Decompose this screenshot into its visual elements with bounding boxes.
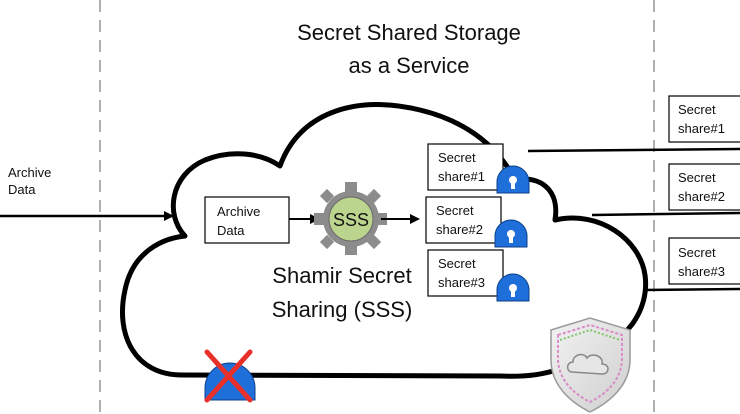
crossed-out-lock-icon (204, 349, 256, 403)
inner-share-2-line-2: share#2 (436, 222, 483, 237)
inner-share-1-line-2: share#1 (438, 169, 485, 184)
padlock-icon (496, 165, 530, 194)
method-label-line-2: Sharing (SSS) (272, 297, 413, 322)
archive-data-input-line-2: Data (8, 182, 36, 197)
cloud-shape (119, 102, 649, 379)
outer-share-1: Secret share#1 (668, 95, 740, 143)
outer-share-1-line-2: share#1 (678, 121, 725, 136)
sss-label: SSS (333, 210, 369, 230)
outer-share-3-line-1: Secret (678, 245, 716, 260)
inner-share-1-line-1: Secret (438, 150, 476, 165)
inner-archive-data-line-2: Data (217, 223, 245, 238)
outer-share-3: Secret share#3 (668, 237, 740, 285)
padlock-icon (496, 273, 530, 302)
outer-share-3-line-2: share#3 (678, 264, 725, 279)
archive-data-input-line-1: Archive (8, 165, 51, 180)
distribution-line-3 (642, 287, 740, 292)
outer-share-2-line-1: Secret (678, 170, 716, 185)
shield-cloud-icon (550, 317, 631, 413)
distribution-line-2 (591, 211, 740, 217)
title-line-1: Secret Shared Storage (297, 20, 521, 45)
outer-share-1-line-1: Secret (678, 102, 716, 117)
inner-archive-data-line-1: Archive (217, 204, 260, 219)
inner-share-2-line-1: Secret (436, 203, 474, 218)
inner-share-3: Secret share#3 (427, 249, 504, 297)
gear-icon (314, 182, 387, 255)
inner-share-2: Secret share#2 (425, 196, 502, 244)
distribution-line-1 (527, 147, 740, 153)
method-label-line-1: Shamir Secret (272, 263, 411, 288)
inner-share-1: Secret share#1 (427, 143, 504, 191)
inner-share-3-line-1: Secret (438, 256, 476, 271)
padlock-icon (494, 219, 528, 248)
outer-share-2-line-2: share#2 (678, 189, 725, 204)
inner-archive-data-box (204, 196, 290, 244)
outer-share-2: Secret share#2 (668, 163, 740, 211)
title-line-2: as a Service (348, 53, 469, 78)
inner-share-3-line-2: share#3 (438, 275, 485, 290)
